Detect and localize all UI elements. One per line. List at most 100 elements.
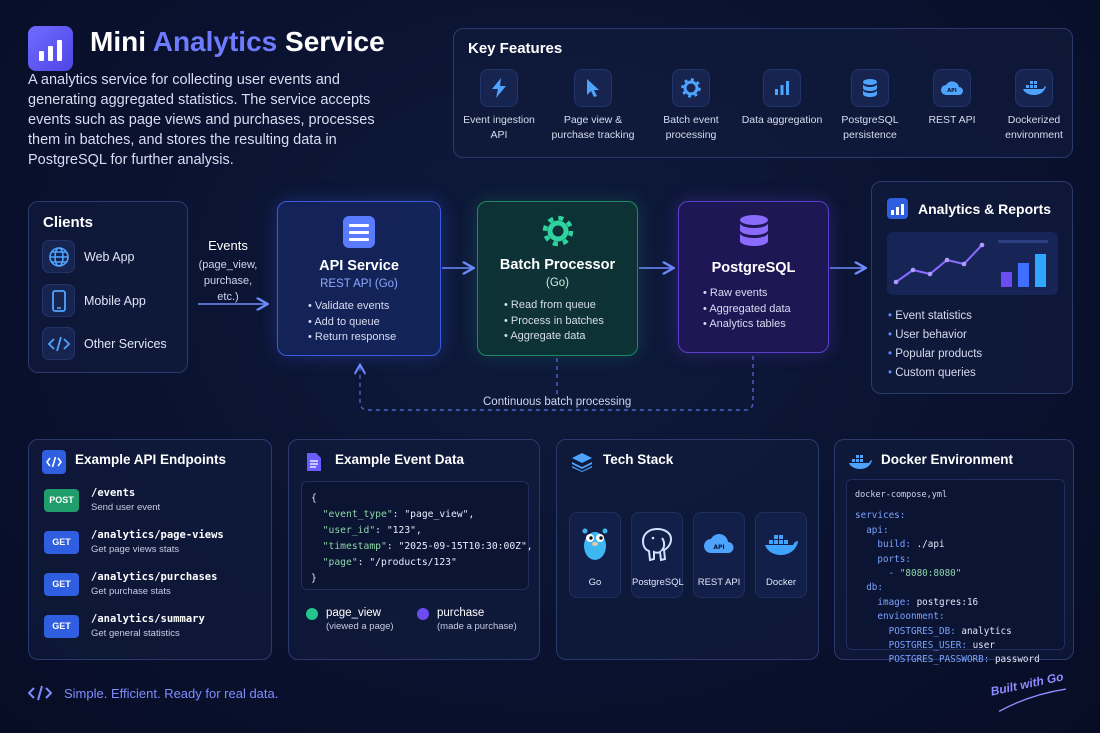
layers-icon <box>570 450 594 474</box>
feature-rest-api: API REST API <box>907 69 997 128</box>
footer-tagline: Simple. Efficient. Ready for real data. <box>64 685 279 701</box>
svg-text:API: API <box>947 88 957 94</box>
key-features-title: Key Features <box>468 40 563 57</box>
page-title: Mini Analytics Service <box>90 26 385 57</box>
feature-dockerized-environment: Dockerized environment <box>989 69 1079 143</box>
cursor-icon <box>574 69 612 107</box>
docker-icon <box>1015 69 1053 107</box>
cloud-api-icon: API <box>694 519 744 569</box>
server-icon <box>343 216 375 248</box>
lightning-icon <box>480 69 518 107</box>
key-features-panel: Key Features Event ingestion API Page vi… <box>453 28 1073 158</box>
database-icon <box>851 69 889 107</box>
tech-stack-title: Tech Stack <box>603 452 674 467</box>
method-badge: GET <box>44 530 79 554</box>
batch-processor-title: Batch Processor <box>499 257 616 273</box>
batch-bullet: Process in batches <box>504 314 637 330</box>
event-data-panel: Example Event Data { "event_type": "page… <box>288 439 540 660</box>
legend-dot <box>417 608 429 620</box>
yaml-line: POSTGRES_DB: analytics <box>888 625 1012 637</box>
batch-processor-box: Batch Processor (Go) Read from queue Pro… <box>477 201 638 356</box>
events-arrow-label: Events (page_view, purchase, etc.) <box>198 238 258 303</box>
globe-icon <box>42 240 75 273</box>
docker-icon <box>756 519 806 569</box>
legend-page-view: page_view(viewed a page) <box>306 607 394 632</box>
postgres-bullet: Raw events <box>703 286 828 302</box>
bar-chart-icon <box>763 69 801 107</box>
batch-bullet: Aggregate data <box>504 329 637 345</box>
continuous-processing-loop <box>360 356 754 411</box>
phone-icon <box>42 284 75 317</box>
api-service-title: API Service <box>319 258 399 274</box>
postgresql-title: PostgreSQL <box>711 260 796 276</box>
batch-processor-subtitle: (Go) <box>546 277 569 289</box>
code-icon <box>28 685 52 701</box>
svg-text:API: API <box>713 544 724 551</box>
api-bullet: Validate events <box>308 299 440 315</box>
continuous-processing-label: Continuous batch processing <box>483 396 632 408</box>
gear-icon <box>672 69 710 107</box>
feature-postgresql-persistence: PostgreSQL persistence <box>825 69 915 143</box>
clients-panel: Clients Web App Mobile App Other Service… <box>28 201 188 373</box>
event-data-title: Example Event Data <box>335 452 465 467</box>
analytics-reports-title: Analytics & Reports <box>918 201 1052 217</box>
yaml-line: image: postgres:16 <box>877 596 979 608</box>
api-service-box: API Service REST API (Go) Validate event… <box>277 201 441 356</box>
elephant-icon <box>632 519 682 569</box>
method-badge: GET <box>44 572 79 596</box>
tech-docker: Docker <box>755 512 807 598</box>
docker-icon <box>848 450 872 474</box>
reports-chart-thumbnail <box>887 232 1058 295</box>
page-description: A analytics service for collecting user … <box>28 72 375 168</box>
cloud-api-icon: API <box>933 69 971 107</box>
feature-page-view-tracking: Page view & purchase tracking <box>548 69 638 143</box>
reports-bullet: Custom queries <box>888 364 982 383</box>
bar-chart-icon <box>887 198 908 219</box>
tech-stack-panel: Tech Stack Go PostgreSQL API REST API Do… <box>556 439 819 660</box>
feature-event-ingestion: Event ingestion API <box>454 69 544 143</box>
footer: Simple. Efficient. Ready for real data. <box>28 685 278 701</box>
app-logo-bar-chart-icon <box>28 26 73 71</box>
yaml-line: build: ./api <box>877 539 945 551</box>
legend-purchase: purchase(made a purchase) <box>417 607 517 632</box>
code-icon <box>42 327 75 360</box>
client-other-services: Other Services <box>42 327 167 360</box>
yaml-line: - "8080:8080" <box>888 568 962 580</box>
gear-icon <box>542 215 574 247</box>
gopher-icon <box>570 519 620 569</box>
batch-bullet: Read from queue <box>504 298 637 314</box>
analytics-reports-panel: Analytics & Reports Event statistics Use… <box>871 181 1073 394</box>
method-badge: POST <box>44 488 79 512</box>
feature-batch-processing: Batch event processing <box>646 69 736 143</box>
legend-dot <box>306 608 318 620</box>
postgres-bullet: Aggregated data <box>703 302 828 318</box>
yaml-line: db: <box>866 582 883 594</box>
reports-bullet: Event statistics <box>888 307 982 326</box>
tech-postgresql: PostgreSQL <box>631 512 684 598</box>
api-endpoints-title: Example API Endpoints <box>75 452 227 467</box>
api-service-subtitle: REST API (Go) <box>320 278 398 290</box>
method-badge: GET <box>44 614 79 638</box>
yaml-line: envioonment: <box>877 611 945 623</box>
reports-bullet: User behavior <box>888 326 982 345</box>
client-web-app: Web App <box>42 240 135 273</box>
client-mobile-app: Mobile App <box>42 284 146 317</box>
yaml-line: ports: <box>877 553 911 565</box>
tech-rest-api: API REST API <box>693 512 745 598</box>
docker-environment-title: Docker Environment <box>881 452 1014 467</box>
yaml-line: POSTGRES_PASSWORB: password <box>888 654 1040 666</box>
code-icon <box>42 450 66 474</box>
postgresql-box: PostgreSQL Raw events Aggregated data An… <box>678 201 829 353</box>
database-icon <box>738 214 770 250</box>
tech-go: Go <box>569 512 621 598</box>
event-json-code: { "event_type": "page_view", "user_id": … <box>301 481 533 590</box>
yaml-line: api: <box>866 524 889 536</box>
